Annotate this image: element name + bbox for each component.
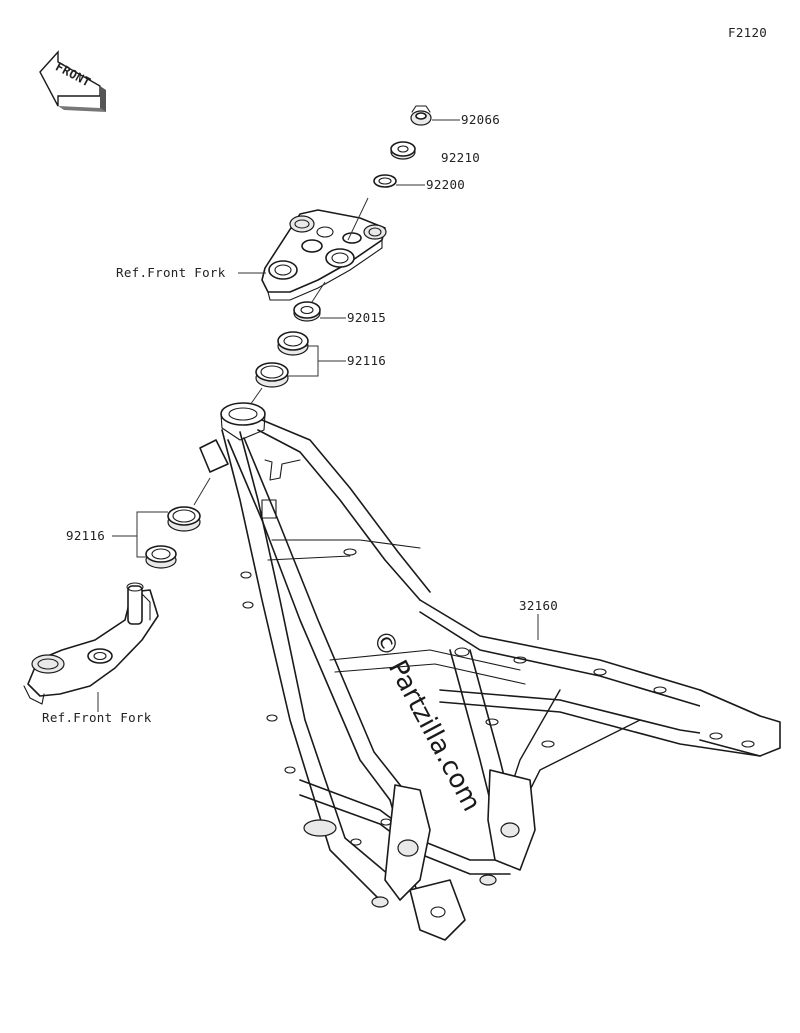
callout-92116-top[interactable]: 92116 <box>347 353 386 368</box>
figure-code: F2120 <box>728 25 767 40</box>
front-arrow-icon: FRONT <box>39 50 106 112</box>
callout-92116-left[interactable]: 92116 <box>66 528 105 543</box>
callout-92066[interactable]: 92066 <box>461 112 500 127</box>
part-92116-lower-race[interactable] <box>167 506 201 532</box>
bracket-92116-left <box>136 511 168 558</box>
callout-ref-front-fork-bottom[interactable]: Ref.Front Fork <box>42 710 152 725</box>
leader-clamp-stem <box>309 281 326 306</box>
part-92200-washer[interactable] <box>373 174 397 188</box>
part-92116-upper-bearing[interactable] <box>277 331 309 356</box>
upper-triple-clamp[interactable] <box>261 209 387 301</box>
callout-92210[interactable]: 92210 <box>441 150 480 165</box>
frame-32160[interactable] <box>199 402 781 941</box>
callout-92015[interactable]: 92015 <box>347 310 386 325</box>
callout-92200[interactable]: 92200 <box>426 177 465 192</box>
callout-32160[interactable]: 32160 <box>519 598 558 613</box>
part-92066-nut[interactable] <box>410 105 432 126</box>
part-92116-lower-bearing[interactable] <box>145 545 177 569</box>
part-92015-steering-nut[interactable] <box>293 301 321 322</box>
leader-92200-stack <box>347 197 369 241</box>
lower-triple-clamp[interactable] <box>23 582 159 705</box>
part-92116-upper-race[interactable] <box>255 362 289 388</box>
callout-ref-front-fork-top[interactable]: Ref.Front Fork <box>116 265 226 280</box>
part-92210-locknut[interactable] <box>390 141 416 160</box>
